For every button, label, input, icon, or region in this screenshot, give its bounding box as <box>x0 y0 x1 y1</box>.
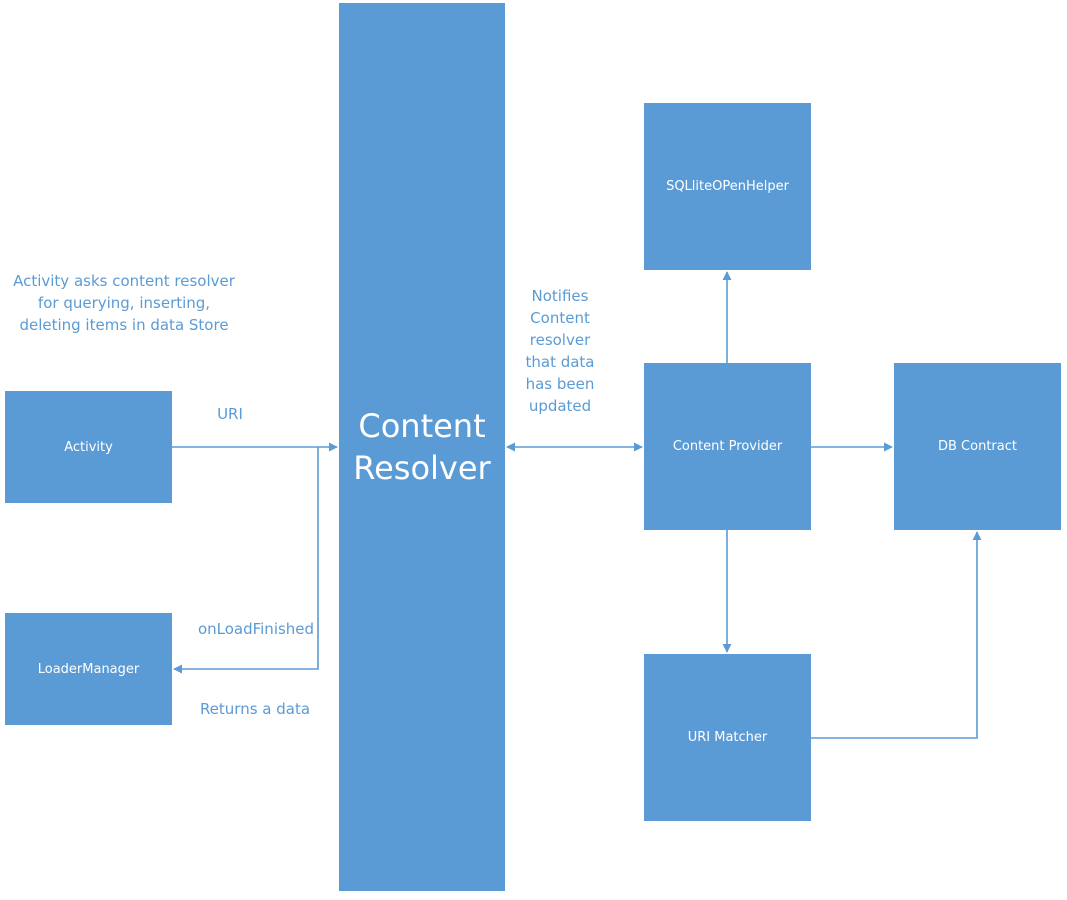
notifies-label: Notifies Content resolver that data has … <box>515 285 605 417</box>
returns-data-label: Returns a data <box>199 700 311 718</box>
uri-matcher-box-label: URI Matcher <box>687 730 768 745</box>
notifies-label-line: updated <box>528 397 592 415</box>
arrow-urimatcher-to-dbcontract <box>811 531 982 739</box>
content-resolver-box[interactable]: Content Resolver <box>339 3 505 891</box>
content-resolver-label-line2: Resolver <box>353 448 491 487</box>
loader-manager-box[interactable]: LoaderManager <box>5 613 172 725</box>
content-provider-box[interactable]: Content Provider <box>644 363 811 530</box>
on-load-finished-label: onLoadFinished <box>197 620 315 638</box>
activity-note: Activity asks content resolver for query… <box>0 270 248 336</box>
activity-note-line: for querying, inserting, <box>37 294 211 312</box>
content-resolver-label-line1: Content <box>358 406 486 445</box>
content-provider-box-label: Content Provider <box>672 439 783 454</box>
notifies-label-line: resolver <box>529 331 591 349</box>
uri-label: URI <box>217 405 243 423</box>
notifies-label-line: Content <box>530 309 590 327</box>
notifies-label-line: Notifies <box>531 287 589 305</box>
activity-note-line: Activity asks content resolver <box>13 272 235 290</box>
activity-note-line: deleting items in data Store <box>19 316 229 334</box>
activity-box[interactable]: Activity <box>5 391 172 503</box>
uri-matcher-box[interactable]: URI Matcher <box>644 654 811 821</box>
db-contract-box-label: DB Contract <box>938 439 1017 454</box>
activity-box-label: Activity <box>64 439 113 455</box>
arrow-resolver-to-loadermanager <box>173 447 319 674</box>
notifies-label-line: has been <box>525 375 595 393</box>
sqlite-helper-box-label: SQLliteOPenHelper <box>666 179 789 194</box>
db-contract-box[interactable]: DB Contract <box>894 363 1061 530</box>
loader-manager-box-label: LoaderManager <box>37 661 140 677</box>
sqlite-helper-box[interactable]: SQLliteOPenHelper <box>644 103 811 270</box>
notifies-label-line: that data <box>525 353 595 371</box>
